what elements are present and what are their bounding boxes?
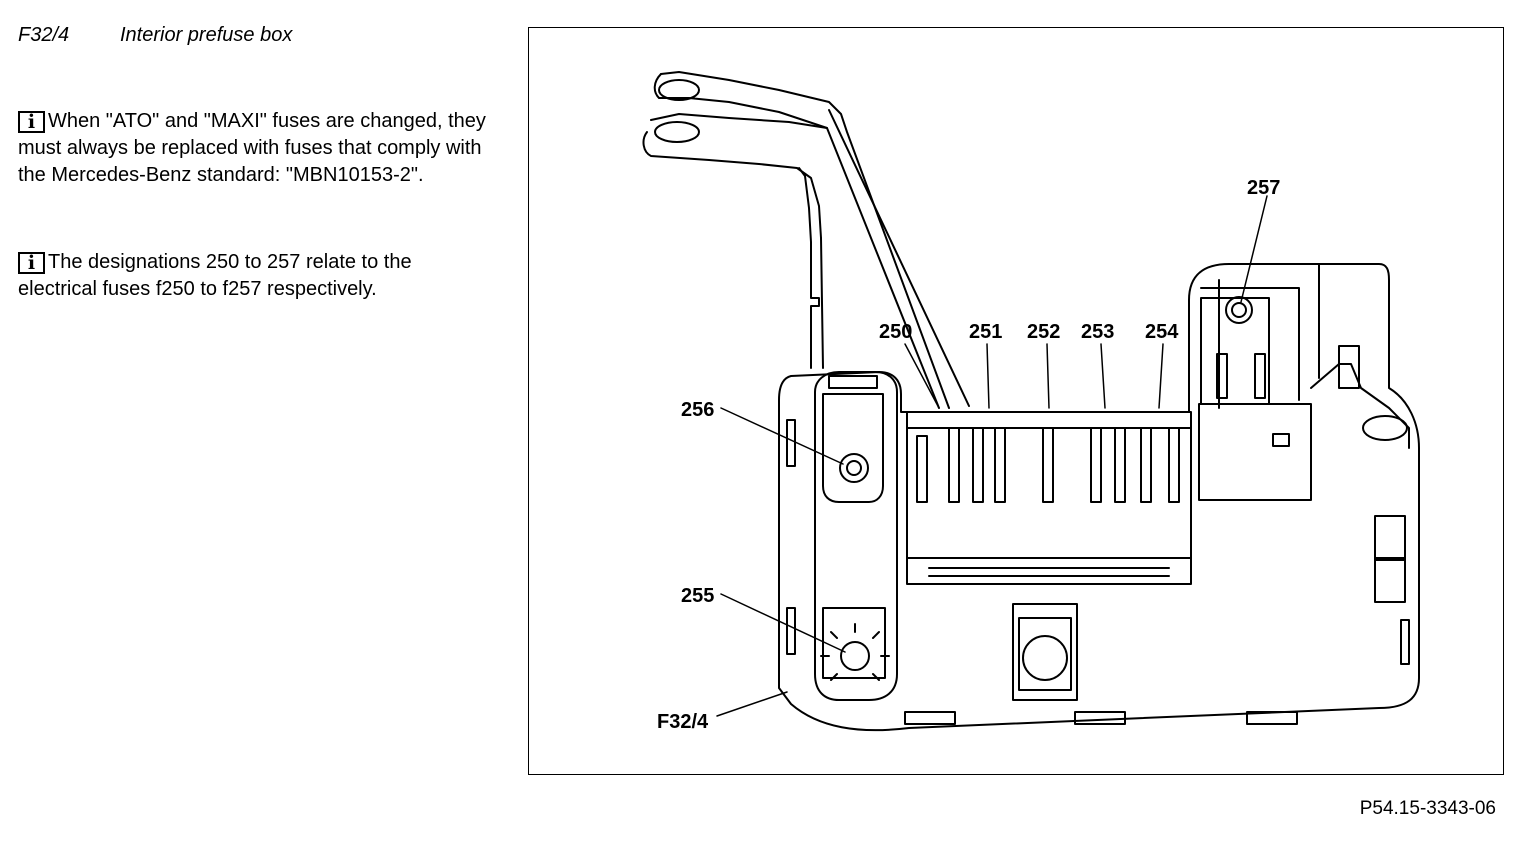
leader-257 xyxy=(1240,195,1268,303)
round-indicator xyxy=(1022,635,1068,681)
housing-outline xyxy=(778,263,1420,732)
label-254: 254 xyxy=(1145,321,1179,343)
label-256: 256 xyxy=(681,399,714,421)
component-code: F32/4 xyxy=(18,24,70,46)
label-255: 255 xyxy=(681,585,714,607)
prefuse-box-figure: 250 251 252 253 254 256 255 257 F32/4 xyxy=(528,27,1504,775)
label-252: 252 xyxy=(1027,321,1060,343)
label-253: 253 xyxy=(1081,321,1114,343)
label-250: 250 xyxy=(879,321,912,343)
component-title: Interior prefuse box xyxy=(120,24,293,46)
label-257: 257 xyxy=(1247,177,1280,199)
leader-253 xyxy=(1100,343,1106,409)
fuse-256-stud xyxy=(839,453,869,483)
info-icon: i xyxy=(18,111,45,133)
leader-f32-4 xyxy=(716,691,788,717)
leader-256 xyxy=(720,407,844,465)
fuse-255-stud xyxy=(840,641,870,671)
leader-254 xyxy=(1158,343,1164,409)
leader-255 xyxy=(720,593,846,653)
round-indicator-housing xyxy=(1012,603,1078,701)
prefuse-box-drawing: 250 251 252 253 254 256 255 257 F32/4 xyxy=(642,71,1420,733)
fuse-slot-block xyxy=(906,411,1192,585)
label-251: 251 xyxy=(969,321,1002,343)
figure-reference-code: P54.15-3343-06 xyxy=(1359,798,1496,819)
leader-250 xyxy=(904,343,940,409)
terminal-block xyxy=(1198,403,1312,501)
cable-bracket xyxy=(660,71,950,409)
info-note-text: When "ATO" and "MAXI" fuses are changed,… xyxy=(18,110,486,186)
maxi-fuse-carrier xyxy=(814,371,898,701)
info-note-text: The designations 250 to 257 relate to th… xyxy=(18,251,412,300)
label-f32-4: F32/4 xyxy=(657,711,709,733)
fuse-257-stud xyxy=(1225,296,1253,324)
leader-251 xyxy=(986,343,990,409)
info-icon: i xyxy=(18,252,45,274)
leader-252 xyxy=(1046,343,1050,409)
